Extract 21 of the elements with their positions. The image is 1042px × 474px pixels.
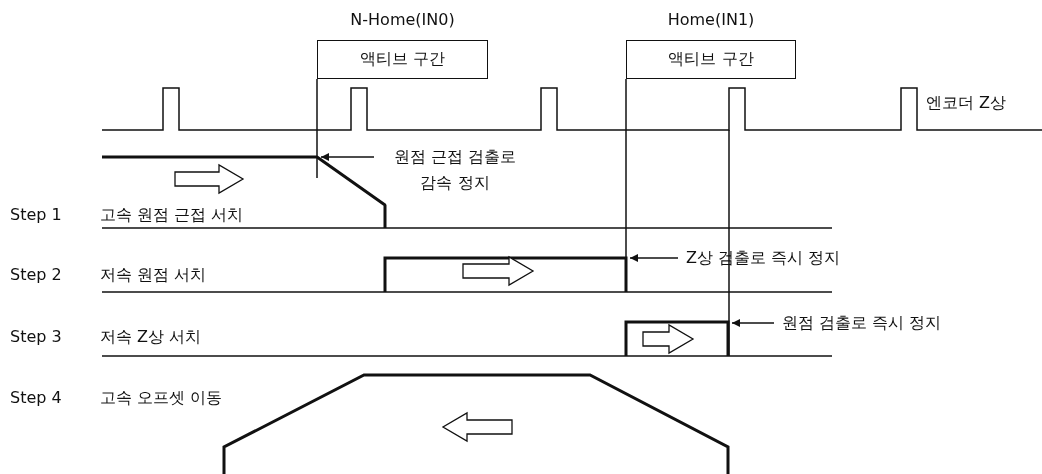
step-number: Step 4 — [10, 388, 62, 408]
active-zone-box: 액티브 구간 — [317, 40, 488, 79]
step-number: Step 1 — [10, 205, 62, 225]
step-number: Step 2 — [10, 265, 62, 285]
signal-label: 엔코더 Z상 — [926, 93, 1007, 113]
annotation-text: 원점 근접 검출로 감속 정지 — [380, 144, 530, 196]
speed-profile — [383, 256, 628, 292]
active-zone-box: 액티브 구간 — [626, 40, 796, 79]
step-description: 저속 Z상 서치 — [100, 327, 202, 347]
signal-name: N-Home(IN0) — [350, 10, 455, 30]
leader-line — [320, 153, 375, 161]
speed-profile — [624, 320, 730, 356]
annotation-text: 원점 검출로 즉시 정지 — [782, 313, 942, 333]
leader-line — [629, 254, 679, 262]
step-description: 고속 오프셋 이동 — [100, 388, 223, 408]
step-description: 고속 원점 근접 서치 — [100, 205, 244, 225]
leader-line — [731, 319, 775, 327]
step-number: Step 3 — [10, 327, 62, 347]
step-description: 저속 원점 서치 — [100, 265, 207, 285]
signal-name: Home(IN1) — [667, 10, 755, 30]
speed-profile — [102, 155, 387, 228]
